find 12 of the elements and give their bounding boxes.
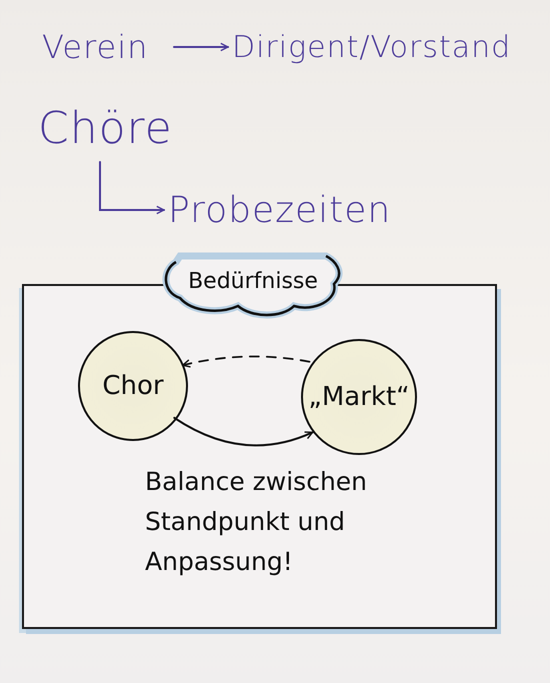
handwritten-word: Dirigent/Vorstand	[232, 22, 532, 72]
cloud-label: Bedürfnisse	[188, 268, 318, 294]
arrow	[173, 42, 229, 52]
handwritten-word: Probezeiten	[168, 182, 388, 238]
handwritten-note: Balance zwischen Standpunkt und Anpassung!	[145, 466, 368, 578]
arrow	[99, 161, 165, 214]
circle-label: Chor	[102, 371, 164, 401]
circle-label: „Markt“	[308, 382, 410, 412]
handwritten-word: Chöre	[38, 98, 188, 158]
arrow	[182, 356, 310, 368]
handwritten-word: Verein	[42, 22, 170, 72]
arrow	[173, 416, 314, 446]
